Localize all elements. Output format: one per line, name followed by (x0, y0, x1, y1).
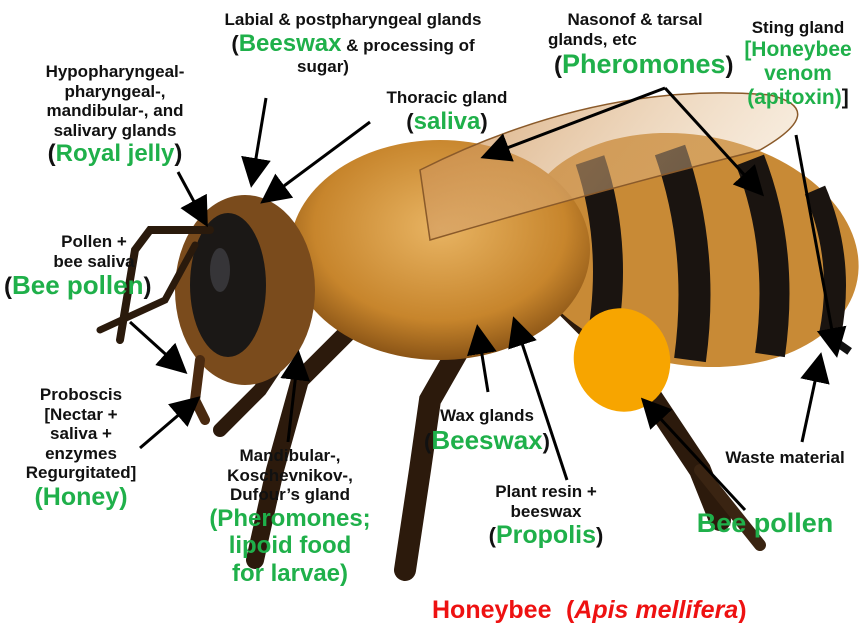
label-line: Regurgitated] (6, 463, 156, 483)
label-bee-pollen: Bee pollen (690, 508, 840, 539)
label-line: Hypopharyngeal- (10, 62, 220, 82)
label-line: Pollen + (4, 232, 184, 252)
product-honey: (Honey) (6, 483, 156, 512)
label-line: saliva + (6, 424, 156, 444)
label-line: Nasonof & tarsal (540, 10, 730, 30)
label-line: (saliva) (362, 108, 532, 136)
paren: ) (174, 140, 182, 167)
product-pheromones: Pheromones (562, 49, 726, 79)
title: Honeybee (Apis mellifera) (432, 596, 864, 625)
label-labial-glands: Labial & postpharyngeal glands (Beeswax … (183, 10, 523, 77)
label-line: Sting gland (733, 18, 863, 38)
label-line: (apitoxin)] (733, 86, 863, 110)
paren: ( (406, 109, 413, 134)
label-line: (Bee pollen) (4, 271, 184, 301)
label-line: Mandibular-, (200, 446, 380, 466)
product-propolis: Propolis (496, 521, 596, 549)
paren: ( (48, 140, 56, 167)
product-pheromones-lipoid: lipoid food (200, 532, 380, 560)
title-common-name: Honeybee (432, 596, 551, 624)
label-line: Wax glands (412, 406, 562, 426)
product-beeswax: Beeswax (239, 30, 342, 57)
label-line: beeswax (466, 502, 626, 522)
product-beeswax-wax: Beeswax (431, 425, 542, 455)
label-line: [Nectar + (6, 405, 156, 425)
product-bee-pollen: Bee pollen (690, 508, 840, 539)
arrow-labial (252, 98, 266, 182)
product-pheromones-lipoid: (Pheromones; (200, 505, 380, 533)
product-bee-pollen-head: Bee pollen (12, 270, 143, 300)
paren: ( (489, 523, 496, 548)
paren: ) (596, 523, 603, 548)
arrow-waste (802, 358, 820, 442)
label-pollen-saliva: Pollen + bee saliva (Bee pollen) (4, 232, 184, 301)
bee-eye-highlight (210, 248, 230, 292)
product-royal-jelly: Royal jelly (56, 140, 175, 167)
label-line: (Beeswax & processing of (183, 30, 523, 58)
label-line: Thoracic gland (362, 88, 532, 108)
bracket: ] (842, 86, 849, 109)
arrow-hypo (178, 172, 205, 222)
product-saliva: saliva (414, 108, 481, 135)
product-venom-line: [Honeybee (733, 38, 863, 62)
paren: ) (143, 273, 151, 300)
label-line: enzymes (6, 444, 156, 464)
product-apitoxin: (apitoxin) (747, 86, 842, 109)
label-hypopharyngeal: Hypopharyngeal- pharyngeal-, mandibular-… (10, 62, 220, 168)
label-line: (Propolis) (466, 521, 626, 550)
arrow-resin (515, 322, 567, 480)
bee-eye (190, 213, 266, 357)
label-line: (Beeswax) (412, 426, 562, 456)
label-proboscis: Proboscis [Nectar + saliva + enzymes Reg… (6, 385, 156, 511)
label-line: Dufour’s gland (200, 485, 380, 505)
label-line: (Royal jelly) (10, 140, 220, 168)
paren: ( (554, 52, 562, 79)
product-venom-line: venom (733, 62, 863, 86)
label-line: pharyngeal-, (10, 82, 220, 102)
label-line: Labial & postpharyngeal glands (183, 10, 523, 30)
paren: ( (231, 31, 238, 56)
paren: ( (4, 273, 12, 300)
title-scientific-name: Apis mellifera (574, 596, 738, 624)
label-mandibular-glands: Mandibular-, Koschevnikov-, Dufour’s gla… (200, 446, 380, 587)
label-line: Waste material (707, 448, 863, 468)
label-thoracic-gland: Thoracic gland (saliva) (362, 88, 532, 135)
label-plant-resin: Plant resin + beeswax (Propolis) (466, 482, 626, 550)
label-line: Plant resin + (466, 482, 626, 502)
label-line: glands, etc (540, 30, 730, 50)
label-line: mandibular-, and (10, 101, 220, 121)
bee-mouthparts (195, 360, 205, 420)
title-paren: ) (738, 596, 746, 624)
label-line: Koschevnikov-, (200, 466, 380, 486)
label-sting-gland: Sting gland [Honeybee venom (apitoxin)] (733, 18, 863, 110)
label-line: salivary glands (10, 121, 220, 141)
paren: ) (480, 109, 487, 134)
paren: ) (543, 429, 550, 454)
label-line: Proboscis (6, 385, 156, 405)
label-text: & processing of (346, 36, 474, 55)
label-line: (Pheromones) (554, 49, 730, 80)
label-nasonof-glands: Nasonof & tarsal glands, etc (Pheromones… (540, 10, 730, 80)
label-line: bee saliva (4, 252, 184, 272)
label-waste-material: Waste material (707, 448, 863, 468)
label-wax-glands: Wax glands (Beeswax) (412, 406, 562, 455)
arrow-pollen-saliva (130, 322, 183, 370)
product-pheromones-lipoid: for larvae) (200, 560, 380, 588)
